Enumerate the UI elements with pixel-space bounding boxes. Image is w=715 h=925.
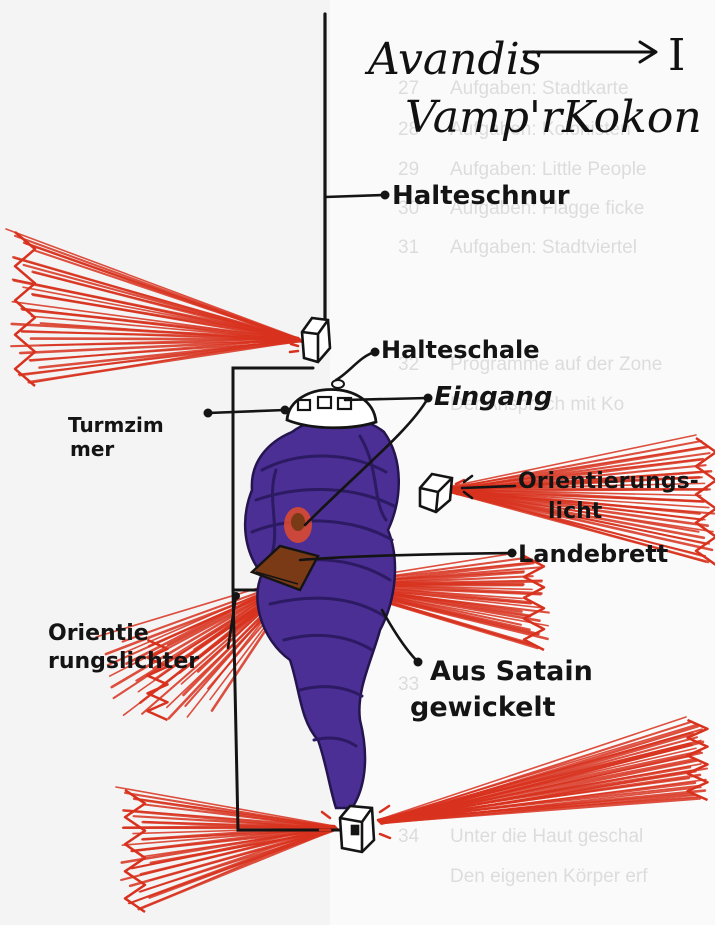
beam-bottom-right — [378, 717, 708, 824]
label-halteschale: Halteschale — [381, 336, 540, 364]
bg-number: 29 — [398, 159, 419, 180]
label-eingang: Eingang — [434, 382, 552, 412]
label-halteschnur: Halteschnur — [392, 181, 570, 211]
label-satain-line-2: gewickelt — [410, 692, 556, 723]
bg-number: 31 — [398, 237, 419, 258]
label-orientierungslicht-line-2: licht — [548, 499, 603, 524]
leader-satain — [382, 610, 418, 662]
label-satain-line-1: Aus Satain — [430, 656, 593, 687]
leader-halteschnur — [325, 195, 385, 197]
bg-line: Unter die Haut geschal — [450, 826, 643, 847]
label-orientierungslicht-line-1: Orientierungs- — [518, 469, 699, 494]
title-line-2: Vamp'rKokon — [405, 92, 702, 143]
bg-number: 34 — [398, 826, 420, 847]
leader-halteschale — [336, 352, 375, 380]
label-turmzimmer-line-2: mer — [70, 437, 114, 461]
label-orientierungslichter-line-1: Orientie — [48, 621, 149, 646]
bottom-light-box — [340, 806, 374, 852]
bg-line: Den eigenen Körper erf — [450, 866, 648, 887]
label-landebrett: Landebrett — [518, 540, 668, 568]
bg-line: Aufgaben: Little People — [450, 159, 647, 180]
title-line-1: Avandis — [364, 34, 542, 85]
title-arrow — [524, 42, 656, 62]
title-arrow-target: I — [668, 30, 685, 81]
label-orientierungslichter-line-2: rungslichter — [48, 649, 199, 674]
label-turmzimmer-line-1: Turmzim — [68, 413, 164, 437]
bg-line: Aufgaben: Stadtviertel — [450, 237, 637, 258]
right-light-box — [420, 474, 452, 512]
